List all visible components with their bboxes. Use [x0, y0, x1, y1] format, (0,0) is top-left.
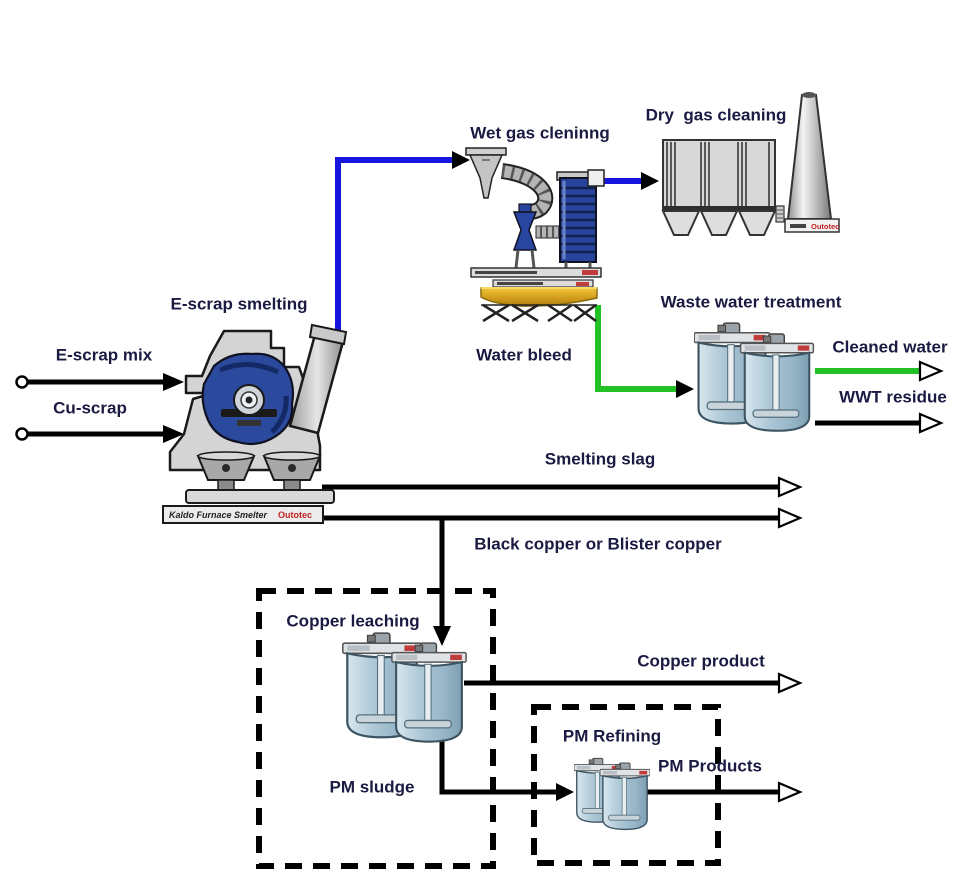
stack-brand-text: Outotec [811, 222, 839, 231]
copper-leaching-boundary-box [256, 588, 496, 869]
hollow-arrowhead [918, 360, 944, 382]
gas-flow-line-wet-to-dry [599, 172, 659, 190]
label-cu-scrap: Cu-scrap [53, 398, 127, 418]
label-wet-gas-cleaning: Wet gas cleninng [470, 123, 610, 143]
label-smelting-slag: Smelting slag [544, 449, 656, 469]
pm-sludge-line [439, 740, 574, 801]
wwt-tanks-illustration [694, 322, 815, 432]
water-bleed-line [595, 305, 694, 398]
label-cleaned-water: Cleaned water [832, 337, 948, 357]
wet-gas-cleaning-illustration [465, 147, 605, 323]
cleaned-water-line [815, 360, 944, 382]
arrowhead [556, 783, 574, 801]
label-wwt-residue: WWT residue [839, 387, 947, 407]
gas-flow-line-furnace-to-wet [335, 151, 470, 334]
venturi-scrubber [512, 203, 538, 269]
metal-ladle [262, 451, 322, 491]
leaching-tanks-illustration [342, 632, 468, 743]
connector-duct [535, 225, 563, 239]
arrowhead [163, 425, 184, 443]
arrowhead [641, 172, 659, 190]
arrowhead [163, 373, 184, 391]
label-dry-gas-cleaning: Dry gas cleaning [645, 105, 787, 125]
arrowhead [452, 151, 470, 169]
pm-refining-tanks-illustration [574, 757, 650, 831]
hollow-arrowhead [918, 412, 944, 434]
kaldo-furnace-illustration: Kaldo Furnace Smelter Outotec [162, 323, 348, 524]
label-water-bleed: Water bleed [476, 345, 572, 365]
hollow-arrowhead [777, 476, 803, 498]
label-pm-refining: PM Refining [562, 726, 662, 746]
scrubber-tower [556, 169, 605, 269]
scrubber-outlet-box [587, 169, 605, 187]
pm-products-line [644, 781, 803, 803]
inlet-hopper [468, 154, 504, 199]
smelting-slag-line [322, 476, 803, 498]
furnace-caption-plate: Kaldo Furnace Smelter Outotec [162, 505, 324, 524]
source-node [15, 375, 29, 389]
label-e-scrap-smelting: E-scrap smelting [170, 294, 308, 314]
baghouse-filter-illustration [661, 139, 785, 236]
arrowhead-down [433, 626, 451, 646]
hollow-arrowhead [777, 507, 803, 529]
furnace-plate-text: Kaldo Furnace Smelter [169, 510, 268, 520]
baghouse-vent [775, 205, 785, 223]
label-waste-water-treatment: Waste water treatment [660, 292, 842, 312]
slag-ladle [196, 451, 256, 491]
stack-illustration: Outotec [784, 92, 840, 233]
thickener-disc [480, 287, 598, 307]
label-pm-products: PM Products [658, 756, 762, 776]
disc-support-braces [481, 303, 597, 323]
label-copper-leaching: Copper leaching [286, 611, 420, 631]
pm-refining-boundary-box [531, 704, 721, 866]
label-pm-sludge: PM sludge [329, 777, 415, 797]
e-scrap-mix-line [15, 373, 184, 391]
stack-base-plate: Outotec [784, 218, 840, 233]
furnace-brand-text: Outotec [278, 510, 312, 520]
hopper-rim [465, 147, 507, 156]
wwt-tank-front [739, 333, 815, 432]
hollow-arrowhead [777, 672, 803, 694]
label-e-scrap-mix: E-scrap mix [55, 345, 153, 365]
label-copper-product: Copper product [637, 651, 765, 671]
label-black-copper: Black copper or Blister copper [474, 534, 722, 554]
flue-cap [308, 323, 348, 346]
leach-tank-front [390, 642, 468, 743]
platform-caption-bars [470, 267, 602, 288]
copper-product-line [464, 672, 803, 694]
hollow-arrowhead [777, 781, 803, 803]
black-copper-line [322, 507, 803, 646]
source-node [15, 427, 29, 441]
pm-tank-front [600, 762, 650, 831]
arrowhead [676, 380, 694, 398]
furnace-base [185, 489, 335, 504]
cu-scrap-line [15, 425, 184, 443]
wwt-residue-line [815, 412, 944, 434]
